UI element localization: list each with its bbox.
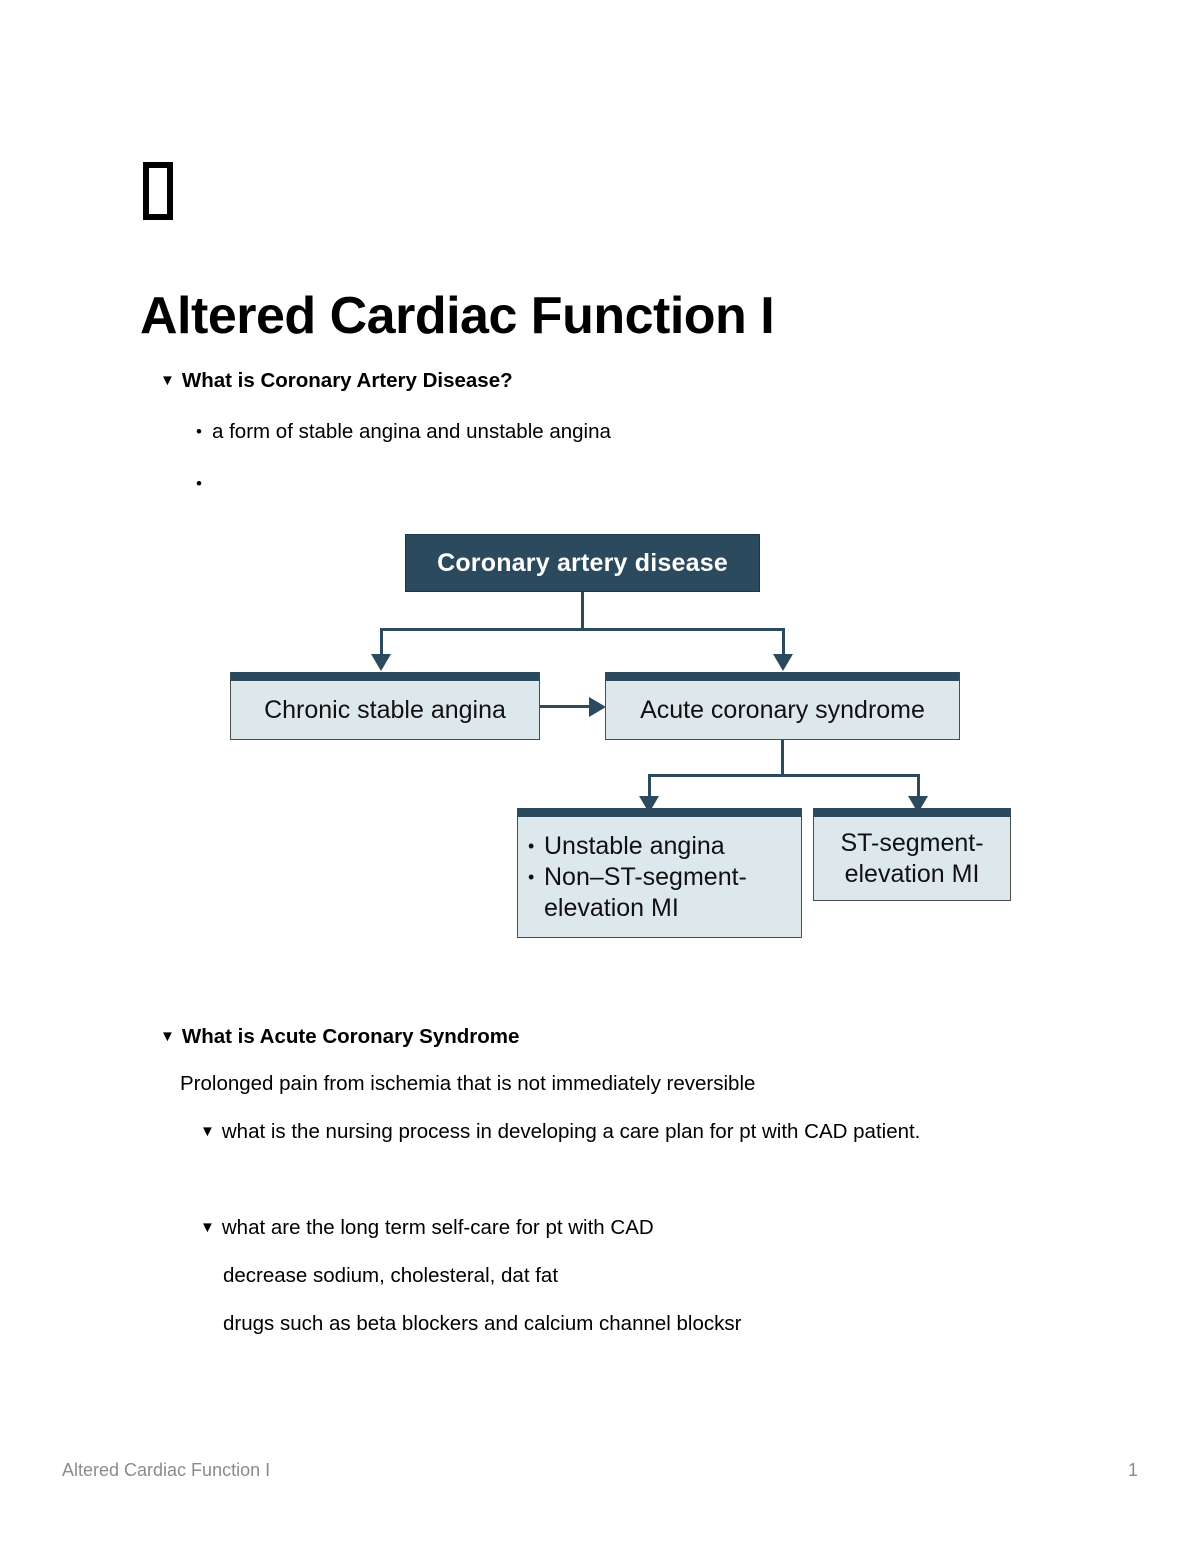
flow-node-stemi: ST-segment- elevation MI bbox=[813, 808, 1011, 901]
page-footer: Altered Cardiac Function I 1 bbox=[62, 1460, 1138, 1481]
list-item-empty: • bbox=[196, 471, 212, 497]
list-item-label: a form of stable angina and unstable ang… bbox=[212, 420, 611, 443]
flow-list-item: • Non–ST-segment- bbox=[528, 863, 747, 891]
outline-heading-label: What is Coronary Artery Disease? bbox=[181, 369, 513, 392]
outline-heading-label: What is Acute Coronary Syndrome bbox=[181, 1025, 520, 1048]
flow-list-item-continuation: elevation MI bbox=[528, 894, 679, 922]
collapse-triangle-icon[interactable]: ▼ bbox=[160, 1028, 175, 1045]
flow-node-acute-coronary-syndrome: Acute coronary syndrome bbox=[605, 672, 960, 740]
connector-acs-right-drop bbox=[917, 774, 920, 800]
bullet-icon: • bbox=[196, 422, 202, 441]
collapse-triangle-icon[interactable]: ▼ bbox=[160, 372, 175, 389]
flow-node-chronic-stable-angina: Chronic stable angina bbox=[230, 672, 540, 740]
connector-acs-stem bbox=[781, 740, 784, 776]
connector-root-bar bbox=[380, 628, 785, 631]
connector-chronic-to-acs bbox=[540, 705, 594, 708]
subitem-detail-line: decrease sodium, cholesteral, dat fat bbox=[223, 1264, 559, 1287]
outline-subitem-nursing-process[interactable]: ▼ what is the nursing process in developi… bbox=[200, 1119, 920, 1145]
subitem-detail-line: drugs such as beta blockers and calcium … bbox=[223, 1312, 742, 1335]
outline-heading-acute-coronary-syndrome[interactable]: ▼ What is Acute Coronary Syndrome bbox=[160, 1024, 519, 1050]
connector-acs-left-drop bbox=[648, 774, 651, 800]
flow-list-item-label: elevation MI bbox=[544, 893, 679, 922]
connector-acs-bar bbox=[648, 774, 920, 777]
flow-node-ua-nstemi-content: • Unstable angina • Non–ST-segment- elevat… bbox=[518, 831, 757, 924]
bullet-icon: • bbox=[528, 835, 535, 856]
flow-list-item-label: Non–ST-segment- bbox=[544, 862, 747, 891]
arrow-right-icon bbox=[589, 697, 606, 717]
outline-subitem-label: what are the long term self-care for pt … bbox=[221, 1216, 654, 1239]
flow-list-item-label: Unstable angina bbox=[544, 831, 725, 860]
flow-node-root-label: Coronary artery disease bbox=[437, 548, 728, 577]
arrow-down-icon bbox=[773, 654, 793, 671]
flow-node-stemi-line-1: ST-segment- bbox=[840, 828, 984, 857]
collapse-triangle-icon[interactable]: ▼ bbox=[200, 1219, 215, 1236]
flow-node-stemi-line-2: elevation MI bbox=[844, 859, 980, 888]
flow-list-item: • Unstable angina bbox=[528, 832, 725, 860]
connector-root-stem bbox=[581, 592, 584, 630]
footer-title: Altered Cardiac Function I bbox=[62, 1460, 271, 1480]
arrow-down-icon bbox=[371, 654, 391, 671]
outline-subitem-label: what is the nursing process in developin… bbox=[221, 1120, 921, 1143]
connector-right-drop bbox=[782, 628, 785, 658]
connector-left-drop bbox=[380, 628, 383, 658]
bullet-icon: • bbox=[196, 474, 202, 493]
list-item: • a form of stable angina and unstable an… bbox=[196, 419, 611, 445]
flow-node-chronic-label: Chronic stable angina bbox=[264, 695, 506, 724]
outline-subitem-long-term-self-care[interactable]: ▼ what are the long term self-care for pt… bbox=[200, 1215, 654, 1241]
missing-glyph-box-icon bbox=[143, 162, 173, 230]
collapse-triangle-icon[interactable]: ▼ bbox=[200, 1123, 215, 1140]
section-body-text: Prolonged pain from ischemia that is not… bbox=[180, 1072, 756, 1095]
flow-node-acs-label: Acute coronary syndrome bbox=[640, 695, 925, 724]
footer-page-number: 1 bbox=[1127, 1460, 1138, 1480]
flow-node-stemi-content: ST-segment- elevation MI bbox=[830, 828, 993, 890]
flow-node-root: Coronary artery disease bbox=[405, 534, 760, 592]
flow-node-unstable-angina-nstemi: • Unstable angina • Non–ST-segment- elevat… bbox=[517, 808, 802, 938]
bullet-icon: • bbox=[528, 866, 535, 887]
coronary-artery-disease-flowchart: Coronary artery disease Chronic stable a… bbox=[225, 520, 1025, 945]
outline-heading-coronary-artery-disease[interactable]: ▼ What is Coronary Artery Disease? bbox=[160, 368, 513, 394]
page-title: Altered Cardiac Function I bbox=[140, 286, 775, 345]
